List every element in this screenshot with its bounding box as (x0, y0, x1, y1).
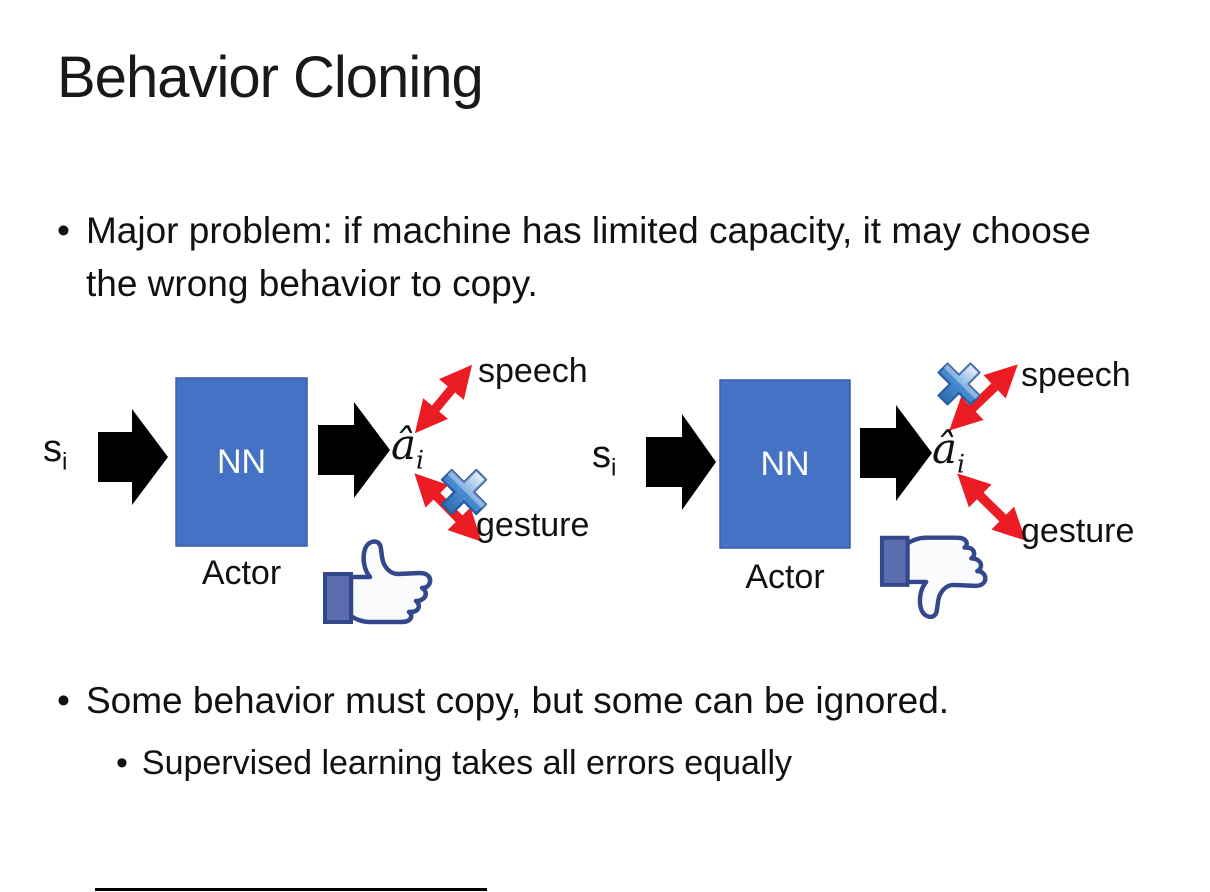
nn-box-left (175, 377, 308, 547)
thumbs-down-icon (879, 535, 988, 620)
bullet-major-problem: • Major problem: if machine has limited … (57, 204, 1137, 310)
bullet-some-behavior: • Some behavior must copy, but some can … (57, 676, 1157, 726)
bullet-text: Major problem: if machine has limited ca… (85, 210, 1091, 304)
output-label-left: âi (391, 420, 425, 475)
block-arrow-icon (98, 409, 168, 505)
block-arrow-icon (646, 414, 716, 510)
input-label-left: si (43, 428, 68, 476)
actor-label-right: Actor (745, 558, 825, 596)
bullet-text: Some behavior must copy, but some can be… (85, 680, 950, 721)
bullet-marker: • (57, 680, 70, 721)
gesture-label-right: gesture (1021, 512, 1135, 550)
bullet-marker: • (116, 744, 128, 782)
double-arrow-speech-left (414, 364, 473, 434)
speech-label-right: speech (1021, 356, 1131, 394)
nn-label-right: NN (760, 444, 810, 483)
bullet-text: Supervised learning takes all errors equ… (141, 744, 793, 782)
nn-box-right (719, 379, 851, 549)
speech-label-left: speech (478, 352, 588, 390)
nn-label-left: NN (216, 442, 267, 481)
cross-x-icon (937, 362, 981, 406)
thumbs-up-icon (323, 539, 433, 625)
double-arrow-gesture-right (957, 473, 1026, 541)
block-arrow-icon (860, 405, 932, 501)
bottom-divider (95, 888, 487, 891)
bullet-marker: • (57, 210, 70, 251)
double-arrow-speech-right (949, 364, 1018, 431)
bullet-supervised-learning: • Supervised learning takes all errors e… (116, 740, 1116, 786)
cross-x-icon (440, 468, 488, 516)
input-label-right: si (592, 434, 617, 482)
gesture-label-left: gesture (476, 506, 590, 544)
block-arrow-icon (318, 402, 390, 498)
actor-label-left: Actor (201, 554, 282, 592)
output-label-right: âi (932, 424, 966, 479)
page-title: Behavior Cloning (57, 45, 484, 110)
